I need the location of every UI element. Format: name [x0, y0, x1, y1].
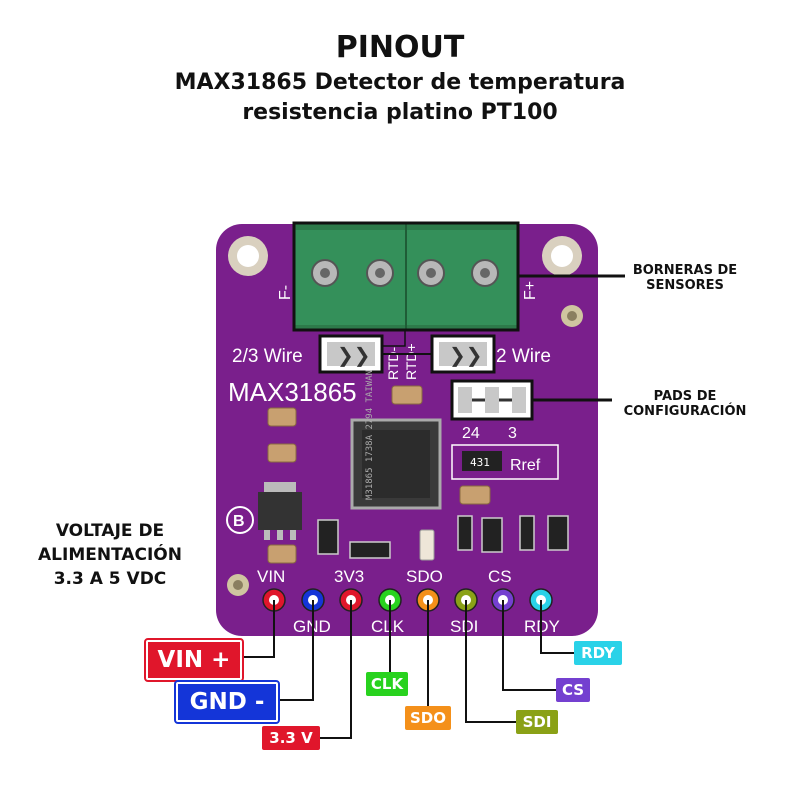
label-wire-right: 2 Wire: [496, 346, 551, 367]
svg-text:❯❯: ❯❯: [449, 343, 483, 367]
page-title: PINOUT: [335, 30, 465, 65]
label-rtd-minus: RTD-: [385, 346, 401, 380]
capacitor: [267, 443, 297, 463]
annotation-config-pads: PADS DE CONFIGURACIÓN: [623, 389, 747, 419]
svg-text:❯❯: ❯❯: [337, 343, 371, 367]
label-rtd-plus: RTD+: [403, 343, 419, 380]
capacitor: [267, 407, 297, 427]
resistor: [317, 519, 339, 555]
annotation-voltage-line2: ALIMENTACIÓN: [38, 545, 182, 565]
mounting-hole-bottom-right: [561, 305, 583, 327]
pin-label-rdy: RDY: [574, 641, 622, 665]
jumper-pad-left: ❯❯: [318, 334, 384, 374]
voltage-regulator: [258, 482, 302, 540]
leader-rdy: [540, 600, 574, 654]
pin-label-clk: CLK: [366, 672, 408, 696]
pin-label-cs: CS: [556, 678, 590, 702]
pin-silk-sdi: SDI: [450, 617, 478, 636]
label-f-minus: F-: [277, 285, 294, 300]
capacitor: [391, 385, 423, 405]
annotation-voltage-line3: 3.3 A 5 VDC: [53, 569, 167, 589]
subtitle-line-1: MAX31865 Detector de temperatura: [174, 70, 626, 95]
pin-label-sdo: SDO: [405, 706, 451, 730]
resistor: [547, 515, 569, 551]
max31865-ic: [350, 418, 442, 510]
pin-silk-vin: VIN: [257, 567, 285, 586]
pin-label-3v3: 3.3 V: [262, 726, 320, 750]
rref-label: Rref: [510, 457, 541, 474]
leader-3v3: [320, 600, 352, 739]
annotation-terminal-blocks: BORNERAS DE SENSORES: [632, 263, 738, 293]
pin-silk-3v3: 3V3: [334, 567, 364, 586]
diode: [349, 541, 391, 559]
resistor: [519, 515, 535, 551]
leader-vin: [238, 600, 275, 658]
resistor: [457, 515, 473, 551]
leader-sdi: [465, 600, 516, 723]
config-pads: [450, 379, 534, 421]
leader-gnd: [274, 600, 314, 701]
label-3: 3: [508, 425, 517, 442]
capacitor: [267, 544, 297, 564]
logo-letter: B: [233, 513, 245, 530]
capacitor-white: [419, 529, 435, 561]
pin-silk-clk: CLK: [371, 617, 405, 636]
subtitle-line-2: resistencia platino PT100: [242, 100, 558, 125]
pin-label-gnd: GND -: [174, 680, 280, 724]
annotation-voltage-line1: VOLTAJE DE: [55, 521, 165, 541]
resistor: [481, 517, 503, 553]
mounting-hole-bottom-left: [227, 574, 249, 596]
label-24: 24: [462, 425, 480, 442]
leader-cs: [502, 600, 556, 691]
mounting-hole-top-left: [228, 236, 268, 276]
pin-label-sdi: SDI: [516, 710, 558, 734]
ic-marking: M31865 1738A 2794 TAIWAN: [365, 370, 375, 500]
mounting-hole-top-right: [542, 236, 582, 276]
jumper-pad-right: ❯❯: [430, 334, 496, 374]
pin-silk-sdo: SDO: [406, 567, 443, 586]
chip-name-label: MAX31865: [228, 377, 357, 407]
pin-silk-cs: CS: [488, 567, 512, 586]
rref-code: 431: [470, 456, 490, 469]
label-wire-left: 2/3 Wire: [232, 346, 303, 367]
rref-resistor: [451, 444, 559, 480]
logo-icon: [226, 506, 254, 534]
pin-label-vin: VIN +: [144, 638, 244, 682]
capacitor: [459, 485, 491, 505]
terminal-block: [295, 224, 517, 329]
pin-silk-gnd: GND: [293, 617, 331, 636]
label-f-plus: F+: [522, 281, 539, 300]
